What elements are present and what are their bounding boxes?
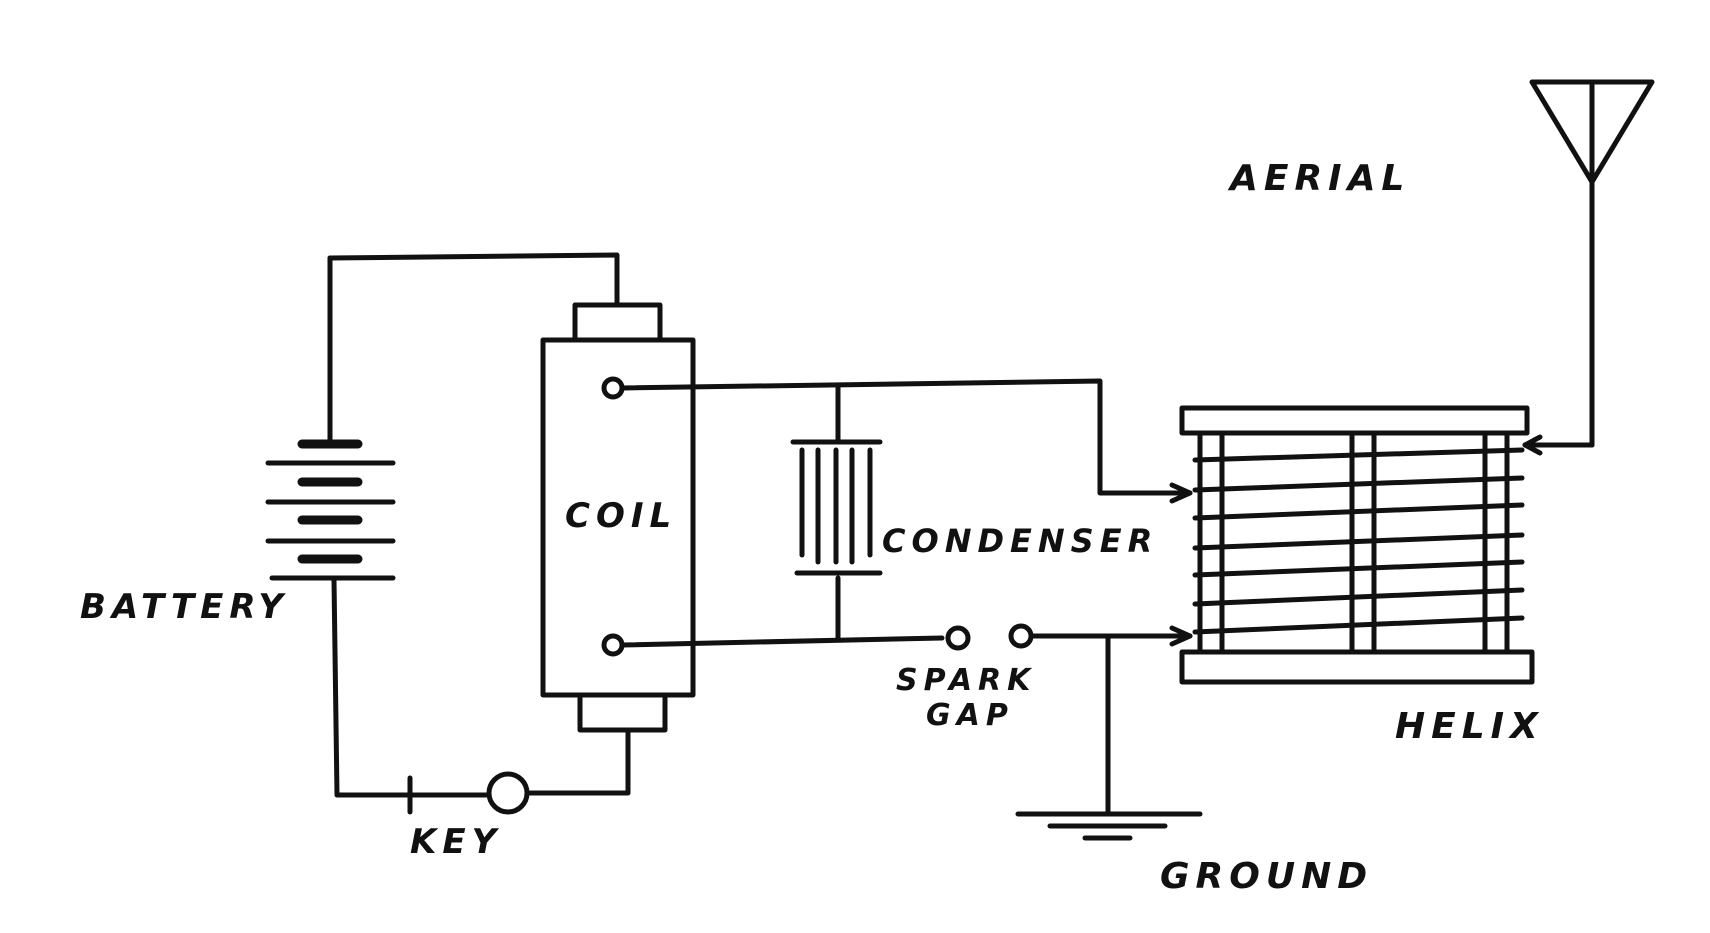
condenser-symbol [790, 439, 883, 576]
coil-label: COIL [565, 496, 677, 536]
spark-gap-symbol [945, 623, 1193, 651]
induction-coil [540, 302, 696, 733]
wire-battery-to-coil [327, 252, 620, 308]
secondary-wires [619, 378, 1193, 648]
helix-symbol [1179, 405, 1535, 685]
battery-symbol [265, 255, 396, 798]
aerial-label: AERIAL [1227, 158, 1410, 199]
condenser-label: CONDENSER [882, 522, 1158, 560]
spark-gap-label-line1: SPARK [896, 663, 1036, 698]
ground-label: GROUND [1160, 856, 1373, 897]
key-label: KEY [410, 822, 502, 862]
helix-label: HELIX [1395, 706, 1544, 747]
key-symbol [334, 727, 631, 815]
aerial-symbol [1522, 79, 1655, 456]
battery-label: BATTERY [80, 587, 289, 627]
ground-symbol [1015, 633, 1203, 841]
spark-gap-label-line2: GAP [926, 698, 1014, 733]
